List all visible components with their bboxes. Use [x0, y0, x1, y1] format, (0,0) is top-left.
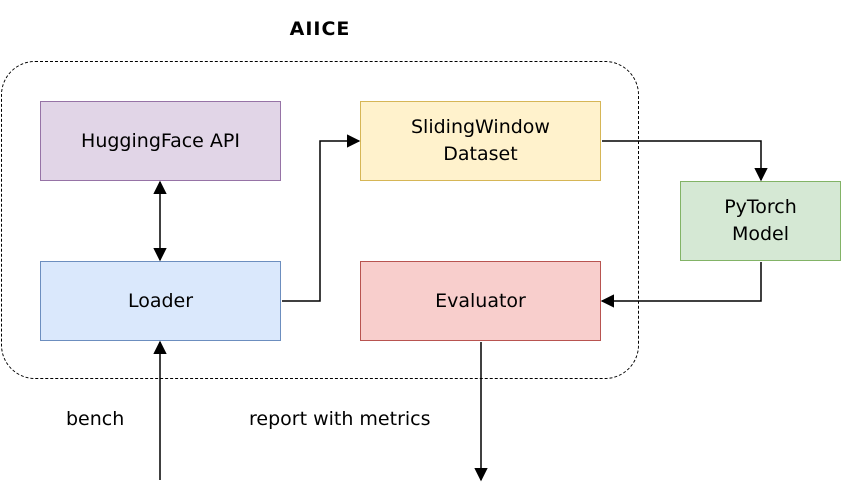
huggingface-api-node[interactable]: HuggingFace API — [40, 101, 281, 181]
loader-node[interactable]: Loader — [40, 261, 281, 341]
evaluator-node[interactable]: Evaluator — [360, 261, 601, 341]
dataset-to-model-edge — [602, 140, 768, 182]
sliding-window-dataset-node[interactable]: SlidingWindow Dataset — [360, 101, 601, 181]
group-title: AIICE — [289, 18, 351, 40]
model-to-evaluator-edge — [600, 262, 762, 308]
evaluator-label: Evaluator — [435, 289, 526, 312]
sliding-window-dataset-label: SlidingWindow Dataset — [411, 116, 550, 165]
loader-label: Loader — [127, 289, 194, 312]
aiice-group-boundary — [1, 61, 639, 379]
bench-input-label: bench — [66, 408, 125, 430]
huggingface-api-label: HuggingFace API — [81, 129, 240, 152]
loader-to-dataset-edge — [282, 134, 361, 302]
pytorch-model-node[interactable]: PyTorch Model — [680, 181, 841, 261]
report-output-label: report with metrics — [249, 408, 431, 430]
pytorch-model-label: PyTorch Model — [724, 196, 797, 245]
